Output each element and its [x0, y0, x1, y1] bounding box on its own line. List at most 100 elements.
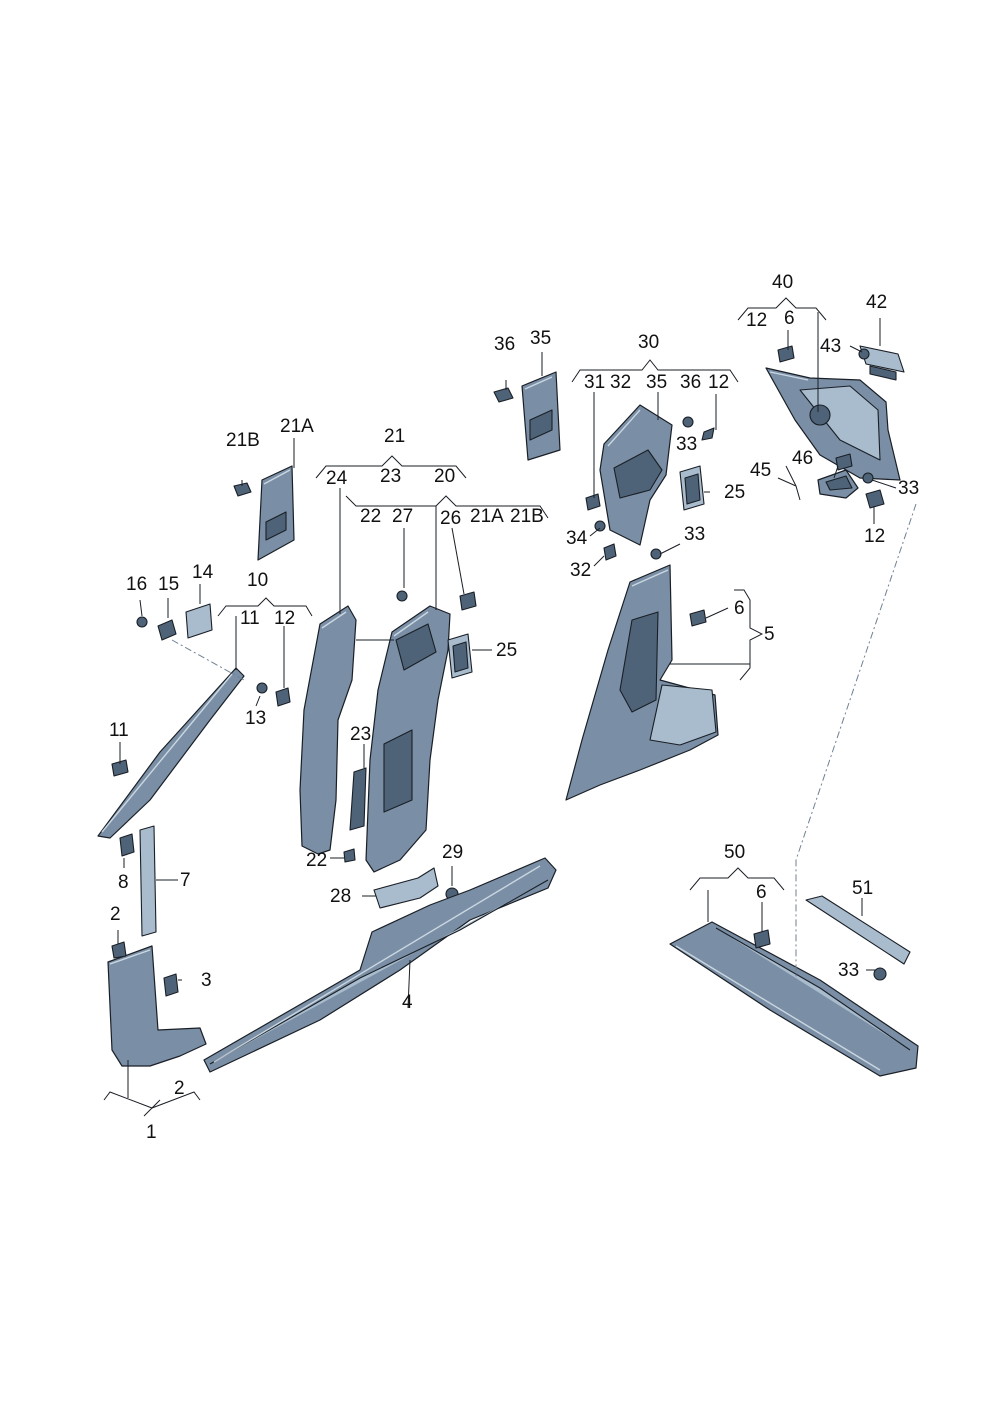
part-6-clip-e: [753, 929, 771, 949]
label-36-mid: 36: [680, 372, 701, 393]
label-3: 3: [201, 970, 212, 991]
label-33-b: 33: [684, 524, 705, 545]
part-15-bracket: [157, 619, 177, 641]
part-14-grille: [185, 603, 213, 639]
label-6-d: 6: [784, 308, 795, 329]
label-35-mid: 35: [646, 372, 667, 393]
label-23-top: 23: [380, 466, 401, 487]
part-1-trim: [107, 945, 207, 1067]
label-14: 14: [192, 562, 214, 583]
label-21B-top: 21B: [226, 430, 260, 451]
part-36-clip: [493, 387, 514, 403]
label-21B-mid: 21B: [510, 506, 544, 527]
label-16: 16: [126, 574, 147, 595]
label-34: 34: [566, 528, 588, 549]
part-26-cap: [459, 591, 477, 611]
label-36-top: 36: [494, 334, 515, 355]
label-33-a: 33: [676, 434, 697, 455]
part-11-clip: [111, 759, 129, 777]
label-8: 8: [118, 872, 129, 893]
part-25-insert-mid: [447, 633, 473, 679]
label-12-a: 12: [274, 608, 295, 629]
label-33-d: 33: [898, 478, 919, 499]
part-46-clip: [835, 453, 853, 471]
label-2-upper: 2: [110, 904, 121, 925]
label-21A-mid: 21A: [470, 506, 504, 527]
part-4-sill: [203, 857, 557, 1073]
part-30-trim: [599, 404, 673, 546]
part-28-bracket: [373, 867, 439, 909]
part-3-clip: [163, 973, 179, 997]
part-11-trim: [97, 667, 245, 839]
label-32-top: 32: [610, 372, 631, 393]
label-50: 50: [724, 842, 745, 863]
label-25-right: 25: [724, 482, 745, 503]
part-6-clip-c: [689, 609, 707, 627]
label-27: 27: [392, 506, 413, 527]
callout-labels: 1 2 2 3 4 5 6 6 6 7 8 10 11 11 12 12 12 …: [109, 272, 919, 1143]
label-31: 31: [584, 372, 605, 393]
label-45: 45: [750, 460, 771, 481]
part-35-trim: [521, 371, 561, 461]
label-2-lower: 2: [174, 1078, 185, 1099]
label-33-e: 33: [838, 960, 859, 981]
part-7-strip: [139, 825, 157, 937]
part-2-clip: [111, 941, 127, 959]
label-11-top: 11: [240, 608, 260, 629]
label-12-b: 12: [708, 372, 729, 393]
label-26: 26: [440, 508, 461, 529]
label-24: 24: [326, 468, 348, 489]
label-21A-top: 21A: [280, 416, 314, 437]
part-8-clip: [119, 833, 135, 857]
part-20-trim: [365, 605, 451, 873]
label-12-d: 12: [864, 526, 885, 547]
part-45-handle: [817, 469, 859, 499]
label-28: 28: [330, 886, 351, 907]
part-16-screw: [136, 616, 148, 628]
label-10: 10: [247, 570, 268, 591]
label-11-left: 11: [109, 720, 129, 741]
part-40-trim: [765, 367, 901, 481]
label-22-top: 22: [360, 506, 381, 527]
label-1: 1: [146, 1122, 157, 1143]
label-51: 51: [852, 878, 873, 899]
label-7: 7: [180, 870, 191, 891]
part-33-screw-d: [862, 472, 874, 484]
leader-lines: [103, 297, 917, 1117]
label-40: 40: [772, 272, 793, 293]
part-21B-clip: [233, 482, 252, 497]
fasteners-30: [585, 416, 715, 561]
label-20: 20: [434, 466, 455, 487]
label-5: 5: [764, 624, 775, 645]
label-6-c: 6: [734, 598, 745, 619]
part-22-clip: [343, 848, 356, 863]
part-21A-trim: [257, 465, 295, 561]
label-22-bottom: 22: [306, 850, 327, 871]
label-29: 29: [442, 842, 463, 863]
label-12-c: 12: [746, 310, 767, 331]
part-33-screw-e: [873, 967, 887, 981]
label-13: 13: [245, 708, 266, 729]
label-21: 21: [384, 426, 405, 447]
label-15: 15: [158, 574, 179, 595]
part-13-screw: [256, 682, 268, 694]
part-23-grip: [349, 767, 367, 831]
label-42: 42: [866, 292, 887, 313]
part-51-bracket: [805, 895, 911, 965]
label-46: 46: [792, 448, 813, 469]
part-12-cap-d: [865, 489, 885, 509]
part-25-insert-right: [679, 465, 705, 511]
part-24-trim: [299, 605, 357, 855]
part-50-sill: [669, 921, 919, 1077]
label-4: 4: [402, 992, 413, 1013]
part-43-nut: [858, 348, 870, 360]
part-27-screw: [396, 590, 408, 602]
label-35-top: 35: [530, 328, 551, 349]
label-32-bottom: 32: [570, 560, 591, 581]
part-6-clip-d: [777, 345, 795, 363]
label-23-mid: 23: [350, 724, 371, 745]
part-12-cap-a: [275, 687, 291, 707]
label-25-mid: 25: [496, 640, 517, 661]
label-43: 43: [820, 336, 841, 357]
